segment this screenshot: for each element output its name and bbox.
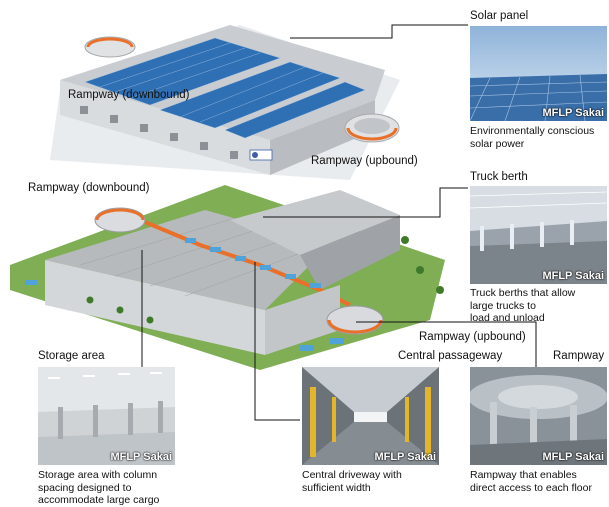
central-photo-badge: MFLP Sakai — [374, 451, 436, 463]
rampway-caption: Rampway that enables direct access to ea… — [470, 469, 592, 494]
truck-berth-photo: MFLP Sakai — [470, 186, 607, 284]
label-rampway-downbound-mid: Rampway (downbound) — [28, 182, 150, 194]
truck-photo-badge: MFLP Sakai — [542, 270, 604, 282]
rampway-photo-badge: MFLP Sakai — [542, 451, 604, 463]
rampway-photo: MFLP Sakai — [470, 367, 607, 465]
truck-berth-title: Truck berth — [470, 171, 528, 183]
central-passageway-photo: MFLP Sakai — [302, 367, 439, 465]
solar-panel-title: Solar panel — [470, 10, 529, 22]
label-storage-area: Storage area — [38, 350, 105, 362]
label-central-passageway: Central passageway — [398, 350, 503, 362]
solar-panel-photo: MFLP Sakai — [470, 26, 607, 121]
label-rampway-downbound-top: Rampway (downbound) — [68, 89, 190, 101]
storage-area-caption: Storage area with column spacing designe… — [38, 469, 160, 506]
building-cutaway-illustration — [10, 185, 445, 370]
storage-photo-badge: MFLP Sakai — [110, 451, 172, 463]
truck-berth-caption: Truck berths that allow large trucks to … — [470, 287, 576, 324]
label-rampway: Rampway — [553, 350, 605, 362]
storage-area-photo: MFLP Sakai — [38, 367, 175, 465]
solar-photo-badge: MFLP Sakai — [542, 107, 604, 119]
central-passageway-caption: Central driveway with sufficient width — [302, 469, 402, 494]
label-rampway-upbound-mid: Rampway (upbound) — [419, 331, 526, 343]
solar-panel-caption: Environmentally conscious solar power — [470, 125, 595, 150]
building-top-illustration — [50, 25, 400, 180]
label-rampway-upbound-top: Rampway (upbound) — [311, 155, 418, 167]
